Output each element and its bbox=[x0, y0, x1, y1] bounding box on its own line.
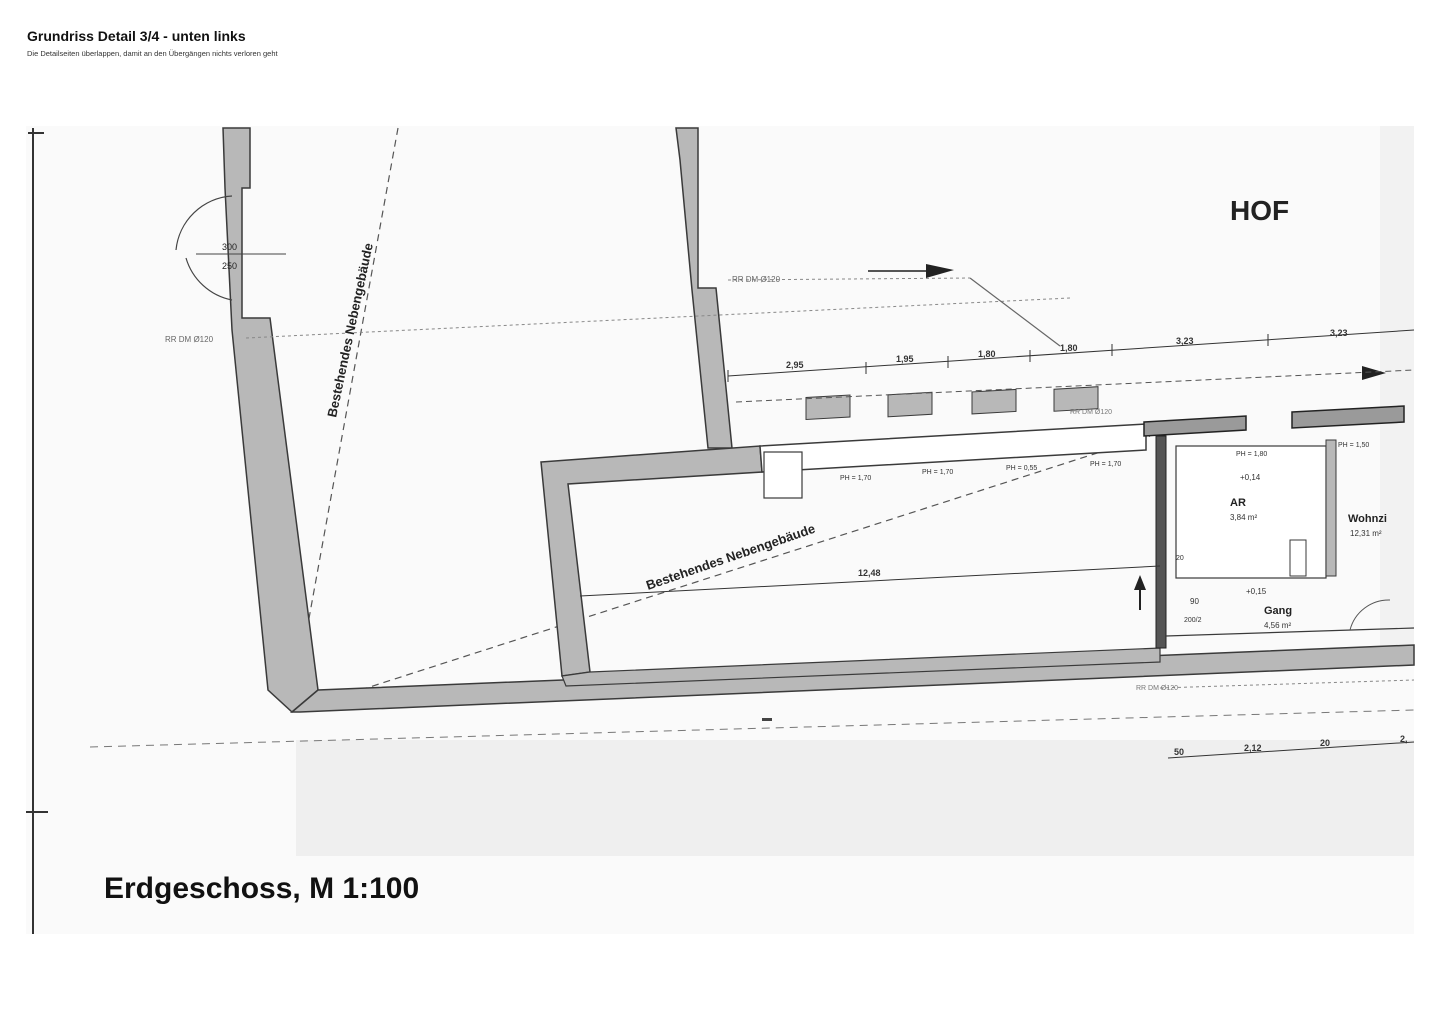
right-shade bbox=[1380, 126, 1414, 646]
door-label-250: 250 bbox=[222, 261, 237, 271]
dim-top-5: 3,23 bbox=[1176, 336, 1194, 346]
wall-left-vertical bbox=[222, 127, 319, 713]
entrance-arrow bbox=[1134, 575, 1146, 590]
pipe-line-3 bbox=[969, 277, 1061, 347]
facade-wall bbox=[759, 423, 1147, 473]
room-wohn-name: Wohnzi bbox=[1348, 513, 1387, 525]
room-gang-area: 4,56 m² bbox=[1264, 621, 1291, 630]
apartment-left-wall bbox=[1155, 435, 1167, 649]
dim-bottom-1: 50 bbox=[1174, 747, 1184, 757]
outbuilding-outline-left bbox=[291, 127, 399, 713]
pipe-label-1: RR DM Ø120 bbox=[165, 335, 214, 344]
dimension-line-top-2 bbox=[735, 369, 1415, 403]
page-title: Grundriss Detail 3/4 - unten links bbox=[27, 28, 246, 44]
parapet-1: PH = 1,70 bbox=[840, 475, 871, 482]
door-label-300: 300 bbox=[222, 242, 237, 252]
misc-90: 90 bbox=[1190, 597, 1199, 606]
parapet-4: PH = 1,70 bbox=[1090, 461, 1121, 468]
facade-pier-2 bbox=[887, 391, 933, 418]
misc-200: 200/2 bbox=[1184, 617, 1202, 624]
site-boundary bbox=[89, 709, 1415, 748]
misc-20: 20 bbox=[1176, 555, 1184, 562]
gang-floor-line bbox=[1165, 627, 1415, 637]
room-ar-area: 3,84 m² bbox=[1230, 513, 1257, 522]
label-hof: HOF bbox=[1230, 195, 1289, 226]
dim-top-4: 1,80 bbox=[1060, 343, 1078, 353]
parapet-3: PH = 0,55 bbox=[1006, 465, 1037, 472]
room-wohn-area: 12,31 m² bbox=[1350, 529, 1382, 538]
facade-pier-3 bbox=[971, 388, 1017, 415]
parapet-5: PH = 1,80 bbox=[1236, 451, 1267, 458]
flow-arrow-right bbox=[1362, 366, 1386, 380]
dimension-line-bottom bbox=[1167, 741, 1415, 759]
wall-inner-bottom bbox=[561, 647, 1161, 687]
dim-top-1: 2,95 bbox=[786, 360, 804, 370]
dim-top-2: 1,95 bbox=[896, 354, 914, 364]
flow-arrow-top bbox=[926, 264, 954, 278]
dimension-ticks-top bbox=[727, 334, 1269, 382]
dimension-line-long bbox=[579, 565, 1161, 597]
level-2: +0,15 bbox=[1246, 587, 1267, 596]
level-1: +0,14 bbox=[1240, 473, 1261, 482]
apartment-top-wall bbox=[1143, 415, 1247, 437]
pipe-line-2 bbox=[727, 277, 971, 281]
lower-shaded-area bbox=[296, 740, 1414, 856]
dim-top-3: 1,80 bbox=[978, 349, 996, 359]
parapet-2: PH = 1,70 bbox=[922, 469, 953, 476]
door-swing-upper bbox=[175, 195, 233, 251]
dim-bottom-3: 20 bbox=[1320, 738, 1330, 748]
label-floor-scale: Erdgeschoss, M 1:100 bbox=[104, 872, 419, 905]
door-swing-lower bbox=[185, 257, 233, 301]
room-ar-name: AR bbox=[1230, 497, 1246, 509]
room-gang-name: Gang bbox=[1264, 605, 1292, 617]
facade-pier-4 bbox=[1053, 386, 1099, 412]
dim-bottom-2: 2,12 bbox=[1244, 743, 1262, 753]
parapet-6: PH = 1,50 bbox=[1338, 442, 1369, 449]
entrance-niche bbox=[763, 451, 803, 499]
small-mark bbox=[762, 718, 772, 721]
dim-long: 12,48 bbox=[858, 568, 881, 578]
dim-bottom-4: 2, bbox=[1400, 734, 1408, 744]
dim-top-6: 3,23 bbox=[1330, 328, 1348, 338]
outbuilding-outline-diagonal bbox=[291, 435, 1151, 713]
door-swing-gang bbox=[1349, 599, 1391, 631]
facade-pier-1 bbox=[805, 394, 851, 421]
pipe-label-4: RR DM Ø120 bbox=[1136, 685, 1178, 692]
stair-step-1 bbox=[1289, 539, 1307, 577]
pipe-label-2: RR DM Ø120 bbox=[732, 275, 781, 284]
pipe-line-4 bbox=[1159, 679, 1415, 689]
ar-room-right-wall bbox=[1325, 439, 1337, 577]
pipe-label-3: RR DM Ø120 bbox=[1070, 409, 1112, 416]
dimension-line-top bbox=[727, 329, 1415, 377]
page-subtitle: Die Detailseiten überlappen, damit an de… bbox=[27, 49, 278, 58]
apartment-top-wall-2 bbox=[1291, 405, 1405, 429]
